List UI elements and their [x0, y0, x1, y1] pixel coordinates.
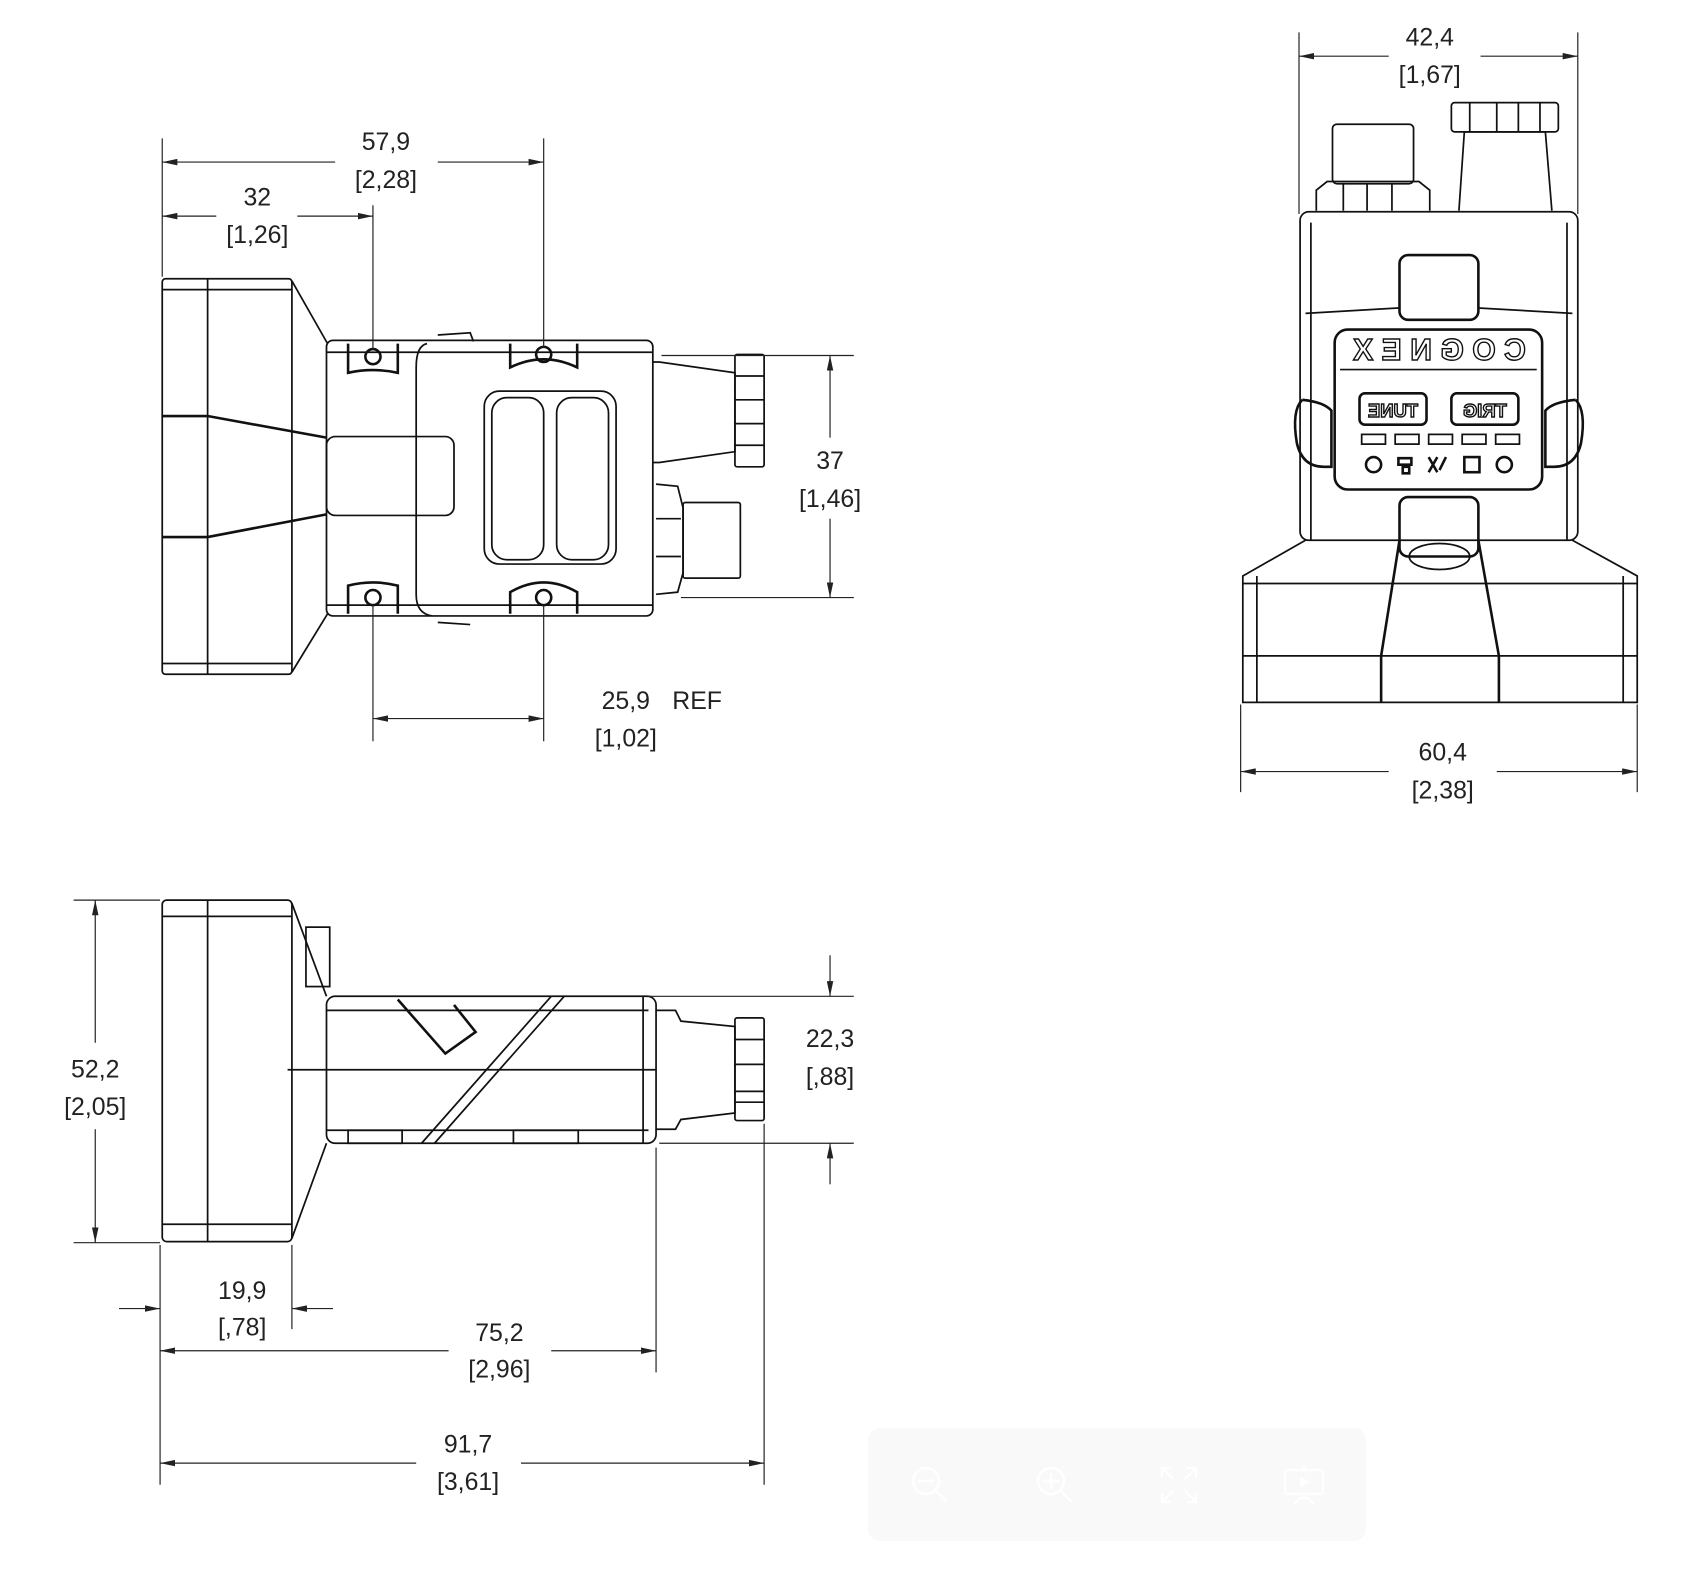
zoom-out-icon [912, 1466, 948, 1502]
network-icon [1397, 456, 1413, 475]
dimension-labels: 42,4 [1,67] 57,9 [2,28] 32 [1,26] 37 [1,… [64, 24, 1474, 1496]
dim-ref-mm: 25,9 [602, 688, 650, 715]
dim-overall-top-mm: 57,9 [362, 129, 410, 156]
top-view [161, 277, 765, 676]
zoom-in-icon [1036, 1466, 1072, 1502]
result-icon [1427, 456, 1448, 473]
dim-width-front-in: [1,67] [1399, 62, 1461, 89]
status-leds [1360, 433, 1521, 445]
dim-hole-spacing-in: [1,46] [799, 486, 861, 513]
dim-overall-top-in: [2,28] [355, 167, 417, 194]
slideshow-button[interactable] [1274, 1455, 1334, 1515]
dim-ref-in: [1,02] [595, 726, 657, 753]
dim-hole-offset-in: [1,26] [226, 222, 288, 249]
trig-button-label: TRIG [1463, 400, 1507, 421]
zoom-out-button[interactable] [900, 1455, 960, 1515]
dim-lens-depth-in: [,78] [218, 1315, 266, 1342]
dim-overall-length-in: [3,61] [437, 1469, 499, 1496]
brand-logo: COGNEX [1353, 334, 1526, 367]
slideshow-icon [1283, 1465, 1324, 1505]
dim-body-length-mm: 75,2 [475, 1320, 523, 1347]
dimension-lines [73, 32, 1638, 1485]
image-viewer-toolbar [868, 1428, 1366, 1541]
dim-hole-offset-mm: 32 [244, 184, 272, 211]
side-view [161, 899, 765, 1243]
dim-base-width-in: [2,38] [1412, 778, 1474, 805]
dim-lens-depth-mm: 19,9 [218, 1278, 266, 1305]
fullscreen-button[interactable] [1149, 1455, 1209, 1515]
dim-overall-length-mm: 91,7 [444, 1431, 492, 1458]
dim-base-width-mm: 60,4 [1419, 740, 1468, 767]
dim-lens-height-in: [2,05] [64, 1094, 126, 1121]
dim-lens-height-mm: 52,2 [71, 1056, 119, 1083]
fullscreen-icon [1161, 1466, 1198, 1503]
dim-body-height-mm: 22,3 [806, 1026, 854, 1053]
dim-hole-spacing-mm: 37 [816, 448, 844, 475]
dim-body-length-in: [2,96] [468, 1357, 530, 1384]
dim-width-front-mm: 42,4 [1406, 24, 1455, 51]
dim-body-height-in: [,88] [806, 1064, 854, 1091]
image-icon [1463, 455, 1481, 474]
zoom-in-button[interactable] [1025, 1455, 1085, 1515]
dim-ref-label: REF [672, 688, 722, 715]
power-icon [1364, 455, 1383, 474]
tune-button-label: TUNE [1368, 400, 1418, 421]
status-icon [1495, 455, 1514, 474]
